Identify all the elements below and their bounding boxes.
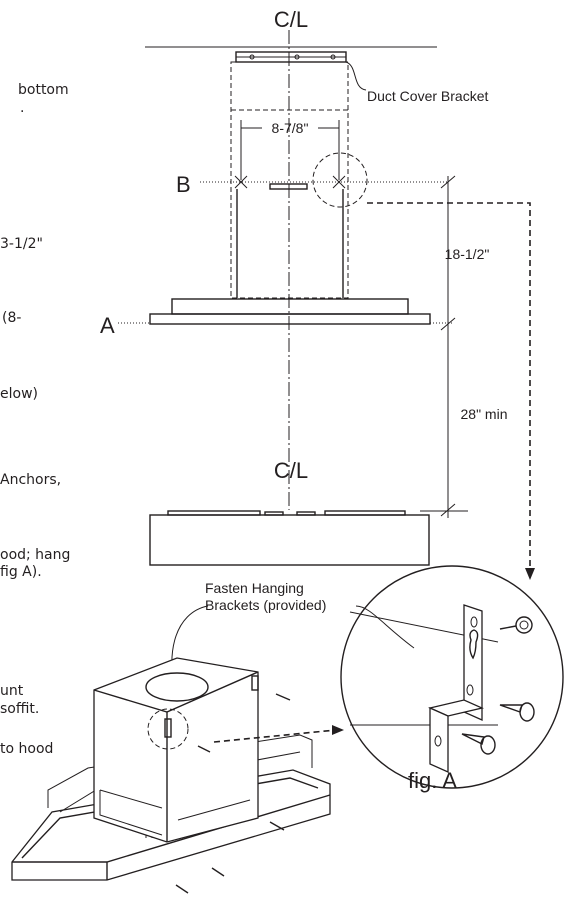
centerline-bottom-label: C/L [274, 458, 308, 483]
fig-a-screw-top-icon [499, 616, 533, 634]
bracket-spacing-label: 8-7/8" [272, 120, 309, 136]
iso-detail-circle [147, 708, 189, 750]
fasten-label-line1: Fasten Hanging [205, 580, 304, 596]
detail-callout-circle [312, 152, 368, 208]
fig-a-label: fig. A [408, 768, 457, 793]
hood-lower-plate [149, 313, 431, 325]
instruction-fragment-4: (8- [2, 310, 22, 326]
hanging-bracket-slot [269, 183, 308, 190]
instruction-fragment-8: fig A). [0, 564, 42, 580]
instruction-fragment-7: ood; hang [0, 547, 71, 563]
centerline-top-label: C/L [274, 7, 308, 32]
duct-opening [145, 672, 209, 702]
instruction-fragment-11: to hood [0, 741, 54, 757]
detail-connector-bottom [213, 729, 337, 743]
duct-cover-bracket-leader [345, 61, 367, 91]
hood-height-label: 18-1/2" [445, 246, 490, 262]
instruction-fragment-3: 3-1/2" [0, 236, 43, 252]
instruction-fragment-2: . [20, 100, 25, 116]
duct-cover-outline [230, 61, 349, 299]
detail-connector-top [367, 202, 531, 572]
fig-a-hanging-bracket [427, 604, 485, 774]
instruction-fragment-9: unt [0, 683, 24, 699]
instruction-fragment-1: bottom [18, 82, 69, 98]
instruction-fragment-5: elow) [0, 386, 38, 402]
chimney-isometric [93, 657, 259, 843]
fasten-label-line2: Brackets (provided) [205, 597, 326, 613]
point-b-label: B [176, 172, 191, 197]
fig-a-detail-circle [340, 565, 564, 789]
hood-upper-plate [171, 298, 409, 315]
min-clearance-label: 28" min [461, 406, 508, 422]
screw-icon [175, 693, 291, 894]
fig-a-screw-right-icon [499, 702, 535, 722]
fasten-leader-right [355, 605, 415, 649]
fig-a-screw-left-icon [461, 733, 496, 755]
point-a-label: A [100, 313, 115, 338]
duct-cover-bracket-label: Duct Cover Bracket [367, 88, 488, 104]
cooktop [149, 514, 430, 566]
detail-arrow-down [525, 568, 535, 580]
instruction-fragment-6: Anchors, [0, 472, 62, 488]
screw-mark-right [332, 175, 346, 189]
instruction-fragment-10: soffit. [0, 701, 40, 717]
screw-mark-left [234, 175, 248, 189]
